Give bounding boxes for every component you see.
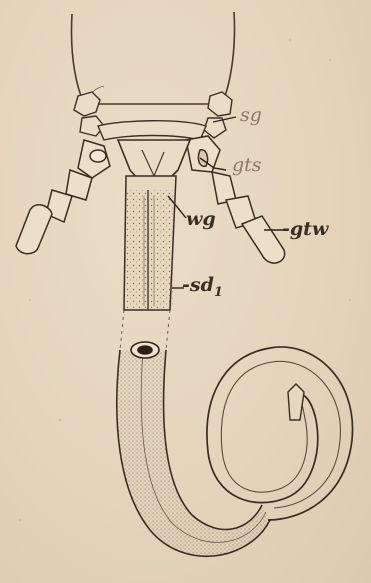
coil-tip — [288, 384, 304, 420]
label-sd1: -sd1 — [182, 276, 223, 299]
label-sg: sg — [240, 106, 262, 125]
label-sd1-main: -sd — [182, 274, 214, 296]
label-gtw: -gtw — [282, 220, 328, 239]
duct-opening — [131, 342, 159, 358]
label-wg: wg — [186, 210, 216, 229]
sternal-segment — [74, 92, 232, 140]
left-appendage — [16, 140, 110, 254]
label-gts: gts — [232, 156, 262, 175]
label-sd1-subscript: 1 — [214, 285, 223, 300]
coiled-duct — [207, 347, 353, 520]
abdomen-outline — [72, 12, 235, 104]
